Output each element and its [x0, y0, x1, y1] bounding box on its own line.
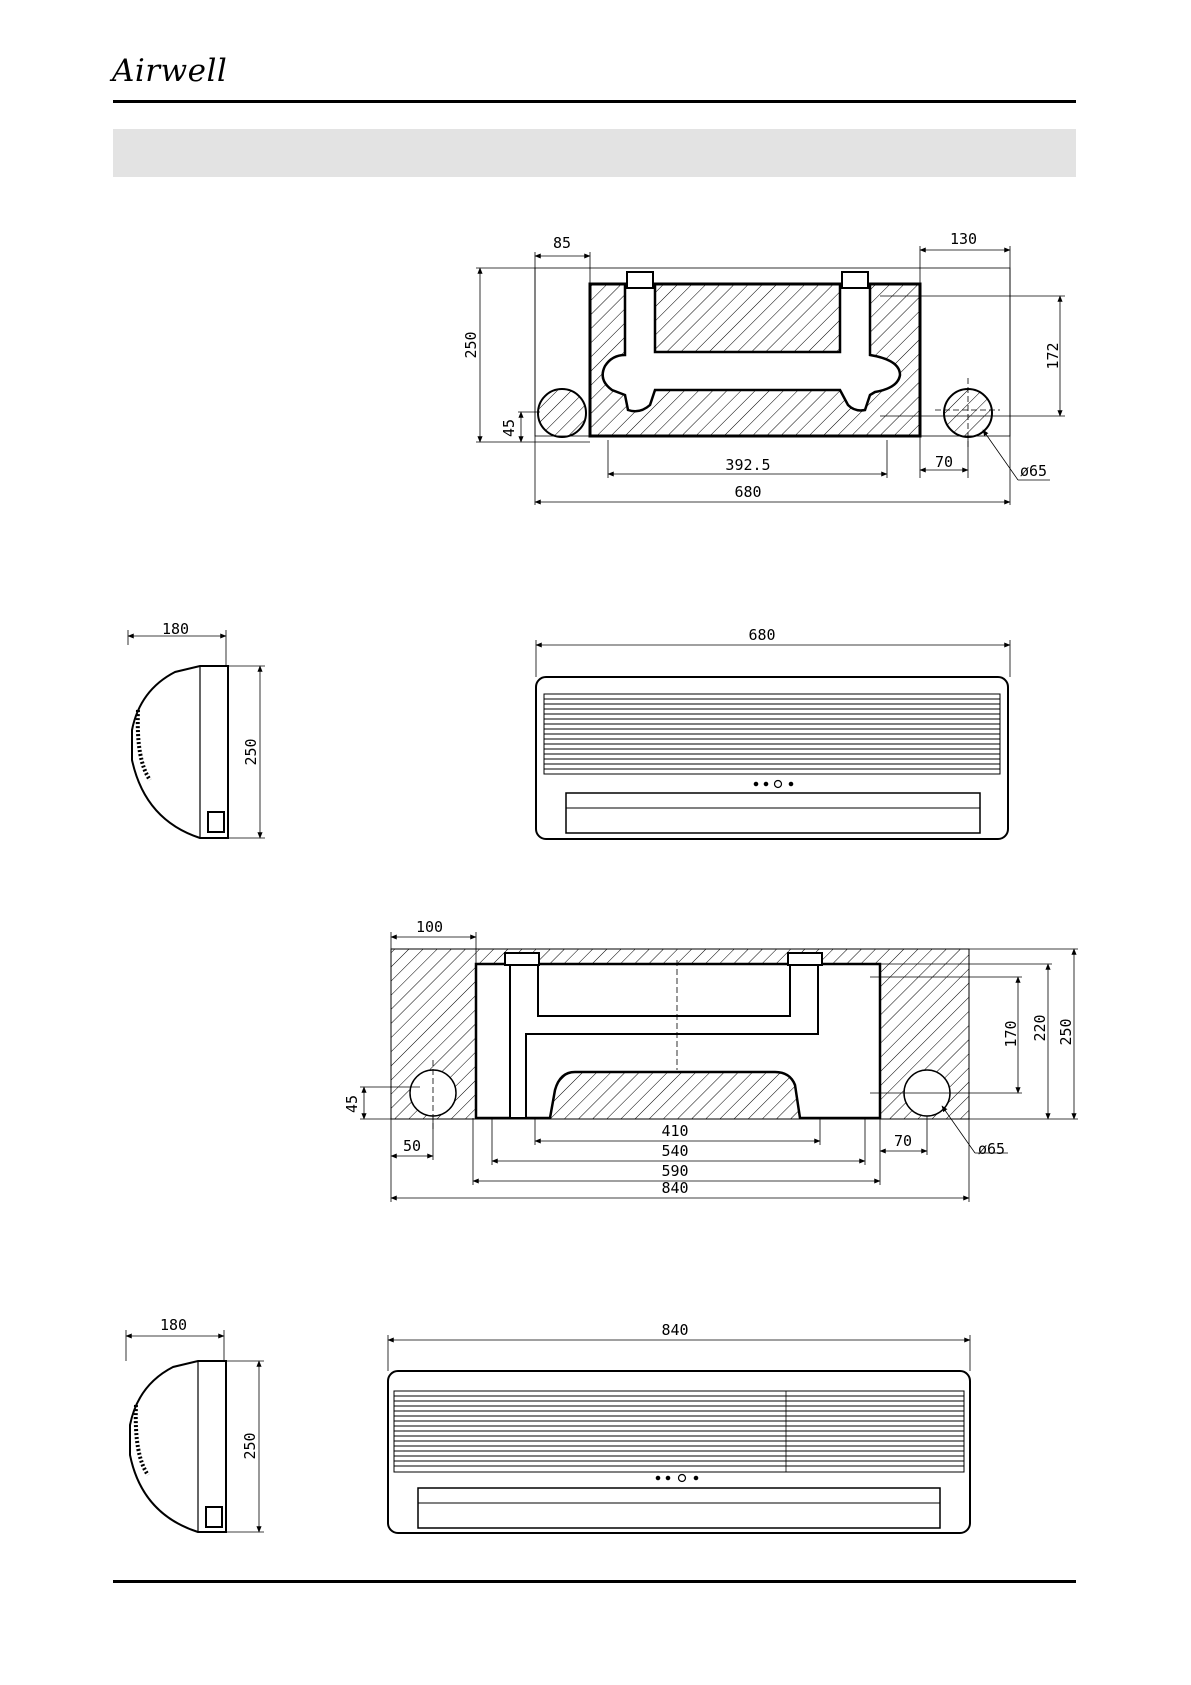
side-view-large	[126, 1330, 264, 1532]
dim-170: 170	[1002, 1020, 1020, 1047]
dim-85: 85	[553, 234, 571, 252]
side-view-small	[128, 630, 265, 838]
dim-840: 840	[661, 1179, 688, 1197]
dim-side-180-large: 180	[160, 1316, 187, 1334]
front-view-small	[536, 640, 1010, 839]
dim-392-5: 392.5	[725, 456, 770, 474]
dim-dia-65-large: ø65	[978, 1140, 1005, 1158]
dim-130: 130	[950, 230, 977, 248]
front-view-large	[388, 1335, 970, 1533]
dim-70-large: 70	[894, 1132, 912, 1150]
dim-100: 100	[416, 918, 443, 936]
dim-220: 220	[1031, 1014, 1049, 1041]
dim-side-250: 250	[242, 738, 260, 765]
dim-540: 540	[661, 1142, 688, 1160]
dim-410: 410	[661, 1122, 688, 1140]
dim-front-680: 680	[748, 626, 775, 644]
dim-45-large: 45	[343, 1095, 361, 1113]
dim-50: 50	[403, 1137, 421, 1155]
wall-plate-large	[360, 932, 1078, 1202]
dim-250: 250	[462, 331, 480, 358]
dim-45: 45	[500, 419, 518, 437]
dim-172: 172	[1044, 342, 1062, 369]
footer-rule	[113, 1580, 1076, 1583]
dim-side-250-large: 250	[241, 1432, 259, 1459]
dim-590: 590	[661, 1162, 688, 1180]
dim-dia-65: ø65	[1020, 462, 1047, 480]
dim-side-180: 180	[162, 620, 189, 638]
dim-250-large: 250	[1057, 1018, 1075, 1045]
dim-front-840: 840	[661, 1321, 688, 1339]
dim-680: 680	[734, 483, 761, 501]
dim-70: 70	[935, 453, 953, 471]
